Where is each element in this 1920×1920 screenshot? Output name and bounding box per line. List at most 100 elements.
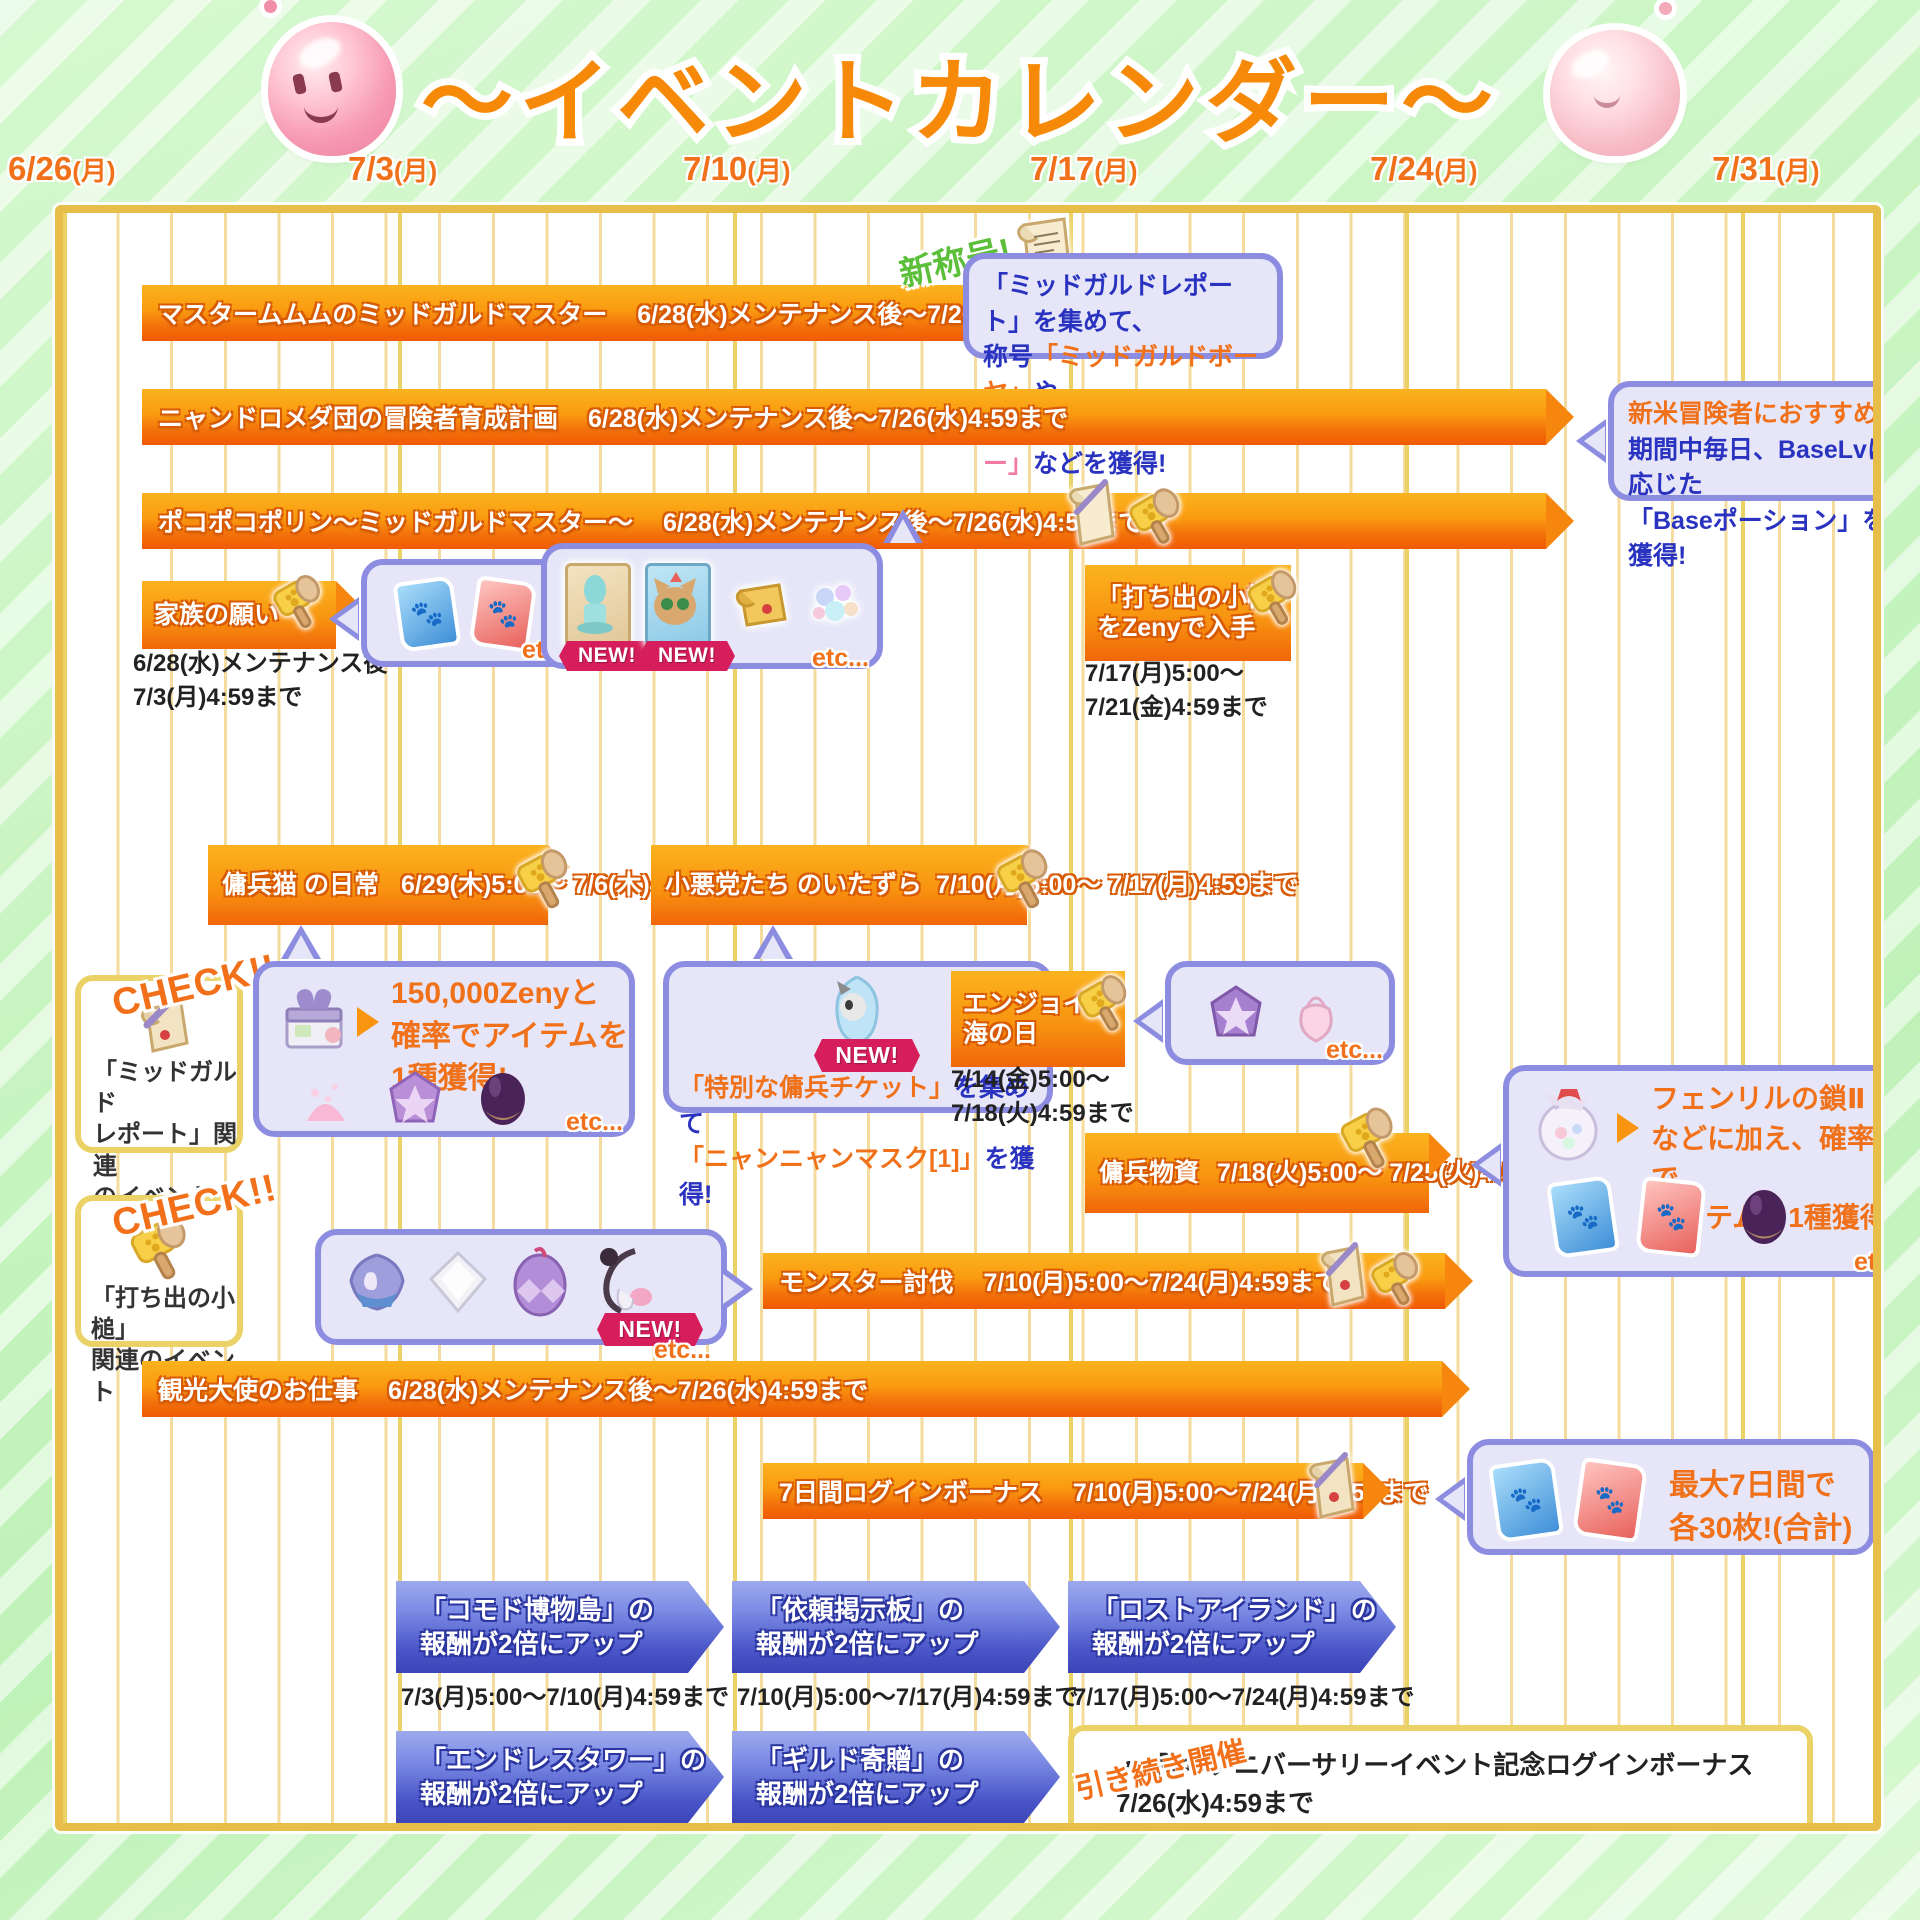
item-red-packet: 🐾 [1576,1461,1644,1539]
double-reward-line1: 「ギルド寄贈」の [756,1744,965,1775]
continuing-line: 7/26(水)4:59まで [1116,1787,1314,1818]
check-card-line: 「打ち出の小槌」 [91,1285,235,1344]
double-reward-quest-board[interactable]: 「依頼掲示板」の 報酬が2倍にアップ [732,1581,1060,1673]
event-tag-sea-day[interactable]: エンジョイ 海の日 [951,971,1125,1067]
bubble-text: 「Baseポーション」を獲得! [1628,506,1881,571]
event-bar-nyandromeda[interactable]: ニャンドロメダ団の冒険者育成計画 6/28(水)メンテナンス後〜7/26(水)4… [142,389,1574,445]
event-tag-title2: をZenyで入手 [1097,614,1256,642]
event-bar-title: ニャンドロメダ団の冒険者育成計画 [158,405,559,433]
event-bar-dates: 6/28(水)メンテナンス後〜7/26(水)4:59まで [588,405,1069,433]
double-reward-endless-tower[interactable]: 「エンドレスタワー」の 報酬が2倍にアップ [396,1731,724,1823]
etc-label: etc... [566,1108,623,1136]
continuing-text: ・4周年アニバーサリーイベント記念ログインボーナス 7/26(水)4:59まで [1116,1747,1753,1822]
event-tag-title2: 海の日 [963,1020,1039,1048]
date-dow: (月) [72,156,116,186]
event-bar-login-bonus[interactable]: 7日間ログインボーナス 7/10(月)5:00〜7/24(月)4:59まで [763,1463,1429,1519]
date-label: 7/24 [1370,150,1435,187]
scroll-icon [1068,479,1115,546]
bubble-text: を集めて [679,1074,1030,1138]
event-bar-monster-hunt[interactable]: モンスター討伐 7/10(月)5:00〜7/24(月)4:59まで [763,1253,1473,1309]
continuing-events-box: ・4周年アニバーサリーイベント記念ログインボーナス 7/26(水)4:59まで [1068,1725,1813,1823]
bubble-text: 「ニャンニャンマスク[1]」 [679,1145,985,1173]
arrow-icon [357,1007,379,1037]
date-dow: (月) [393,156,438,186]
event-bar-title: 7日間ログインボーナス [779,1479,1043,1507]
date-marker: 7/10(月) [683,150,791,188]
poring-mouth [1594,88,1620,108]
date-dow: (月) [1434,156,1478,186]
scroll-icon [140,993,189,1053]
double-reward-line1: 「エンドレスタワー」の [420,1744,707,1775]
check-card-line: レポート」関連 [93,1121,237,1180]
continuing-line: ・4周年アニバーサリーイベント記念ログインボーナス [1116,1750,1754,1780]
double-reward-guild-donation[interactable]: 「ギルド寄贈」の 報酬が2倍にアップ [732,1731,1060,1823]
bubble-text: 称号 [983,343,1034,371]
poring-mascot-right [1550,2,1680,156]
item-blue-packet: 🐾 [1492,1461,1560,1539]
date-marker: 7/3(月) [348,150,437,188]
item-star-gem [1210,985,1262,1037]
item-dark-seed [1742,1190,1786,1244]
bubble-text: 新米冒険者におすすめ! [1628,400,1881,428]
item-pink-pouch [1299,996,1333,1043]
event-tag-date-col: 7/10(月)5:00〜 7/17(月)4:59まで [922,870,1299,900]
bubble-line: 「ミッドガルドレポート」を集めて、 [983,269,1263,340]
bubble-text: フェンリルの鎖Ⅱ [1651,1083,1866,1114]
bubble-mercenary-ticket: NEW! 「特別な傭兵チケット」を集めて 「ニャンニャンマスク[1]」を獲得! [663,961,1053,1209]
event-bar-dates: 6/28(水)メンテナンス後〜7/26(水)4:59まで [388,1377,869,1405]
item-blue-horn [349,1253,405,1311]
date-marker: 6/26(月) [8,150,116,188]
double-reward-lost-island[interactable]: 「ロストアイランド」の 報酬が2倍にアップ [1068,1581,1396,1673]
double-reward-date: 7/10(月)5:00〜7/17(月)4:59まで [737,1684,1079,1711]
bubble-tail [883,509,923,543]
date-dow: (月) [1094,156,1138,186]
etc-label: etc... [1854,1248,1877,1276]
event-tag-villains-prank[interactable]: 小悪党たち のいたずら 7/10(月)5:00〜 7/17(月)4:59まで [651,845,1299,925]
bubble-text: などを獲得! [1033,449,1167,478]
event-tag-title-col: 傭兵物資 [1099,1158,1199,1188]
event-tag-date-line2: 7/3(月)4:59まで [133,684,303,711]
event-bar-pokopokoporin[interactable]: ポコポコポリン〜ミッドガルドマスター〜 6/28(水)メンテナンス後〜7/26(… [142,493,1574,549]
event-tag-date-line2: 7/17(月)4:59まで [1108,871,1299,899]
event-tag-date-line2: 7/18(火)4:59まで [951,1100,1134,1127]
date-marker: 7/24(月) [1370,150,1478,188]
event-tag-title-col: 小悪党たち のいたずら [665,870,922,900]
bubble-sea-day-items: etc... [1165,961,1395,1065]
etc-label: etc... [654,1336,711,1364]
item-card-cat [645,563,711,647]
double-reward-komodo[interactable]: 「コモド博物島」の 報酬が2倍にアップ [396,1581,724,1673]
hammer-icon [1077,975,1127,1031]
item-scroll-gold [735,583,787,627]
double-reward-date: 7/3(月)5:00〜7/10(月)4:59まで [401,1684,730,1711]
date-label: 6/26 [8,150,73,187]
event-tag-mercenary-cat[interactable]: 傭兵猫 の日常 6/29(木)5:00〜 7/6(木)4:59まで [208,845,750,925]
item-purple-egg [513,1247,567,1317]
bubble-line: 「特別な傭兵チケット」を集めて [679,1071,1051,1142]
bubble-text: 150,000Zenyと [391,977,600,1010]
event-bar-tourism-ambassador[interactable]: 観光大使のお仕事 6/28(水)メンテナンス後〜7/26(水)4:59まで [142,1361,1470,1417]
etc-label: etc... [1326,1036,1383,1064]
hammer-icon [1371,1251,1418,1306]
event-tag-title2: の日常 [303,871,379,899]
event-tag-title: エンジョイ [963,990,1089,1018]
etc-label: etc... [812,644,869,672]
double-reward-date: 7/17(月)5:00〜7/24(月)4:59まで [1073,1684,1415,1711]
bubble-midgard-report: 「ミッドガルドレポート」を集めて、 称号「ミッドガルドボーヤ」や 「ミッドガルド… [963,253,1283,478]
bubble-text: 期間中毎日、BaseLvに応じた [1628,435,1881,500]
bubble-login-text: 最大7日間で 各30枚!(合計) [1669,1465,1852,1550]
double-reward-line2: 報酬が2倍にアップ [756,1779,979,1809]
hammer-icon [1129,488,1180,544]
hammer-icon [517,849,568,909]
event-tag-date-line1: 7/14(金)5:00〜 [951,1066,1110,1093]
bubble-text: 確率でアイテムを [391,1019,628,1053]
bubble-text: 「特別な傭兵チケット」 [679,1074,955,1102]
week-divider [1741,213,1745,1823]
double-reward-line2: 報酬が2倍にアップ [756,1629,979,1659]
date-label: 7/3 [348,150,394,187]
bubble-pokopoko-items: NEW! NEW! etc... [541,543,883,672]
new-badge: NEW! [639,641,735,671]
item-wand [600,1248,652,1314]
bubble-tail [723,1267,753,1311]
event-tag-date-line1: 7/18(火)5:00〜 [1217,1159,1383,1187]
arrow-icon [1617,1113,1639,1143]
